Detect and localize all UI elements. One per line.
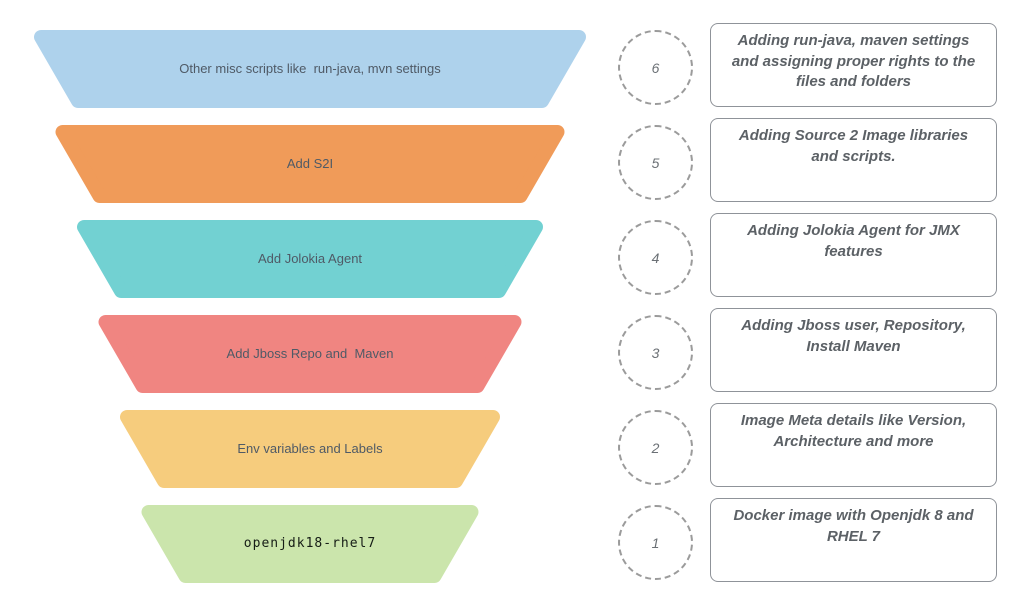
description-text: Adding Jolokia Agent for JMX features <box>747 222 960 260</box>
funnel-segment <box>120 410 500 488</box>
description-text: Adding Source 2 Image libraries and scri… <box>738 127 969 165</box>
step-number-circle: 4 <box>618 220 693 295</box>
funnel-segment <box>141 505 479 583</box>
step-number-circle: 2 <box>618 410 693 485</box>
description-box: Adding Jolokia Agent for JMX features <box>710 213 997 297</box>
step-number: 4 <box>651 249 660 266</box>
description-text: Adding Jboss user, Repository, Install M… <box>741 317 966 355</box>
step-number: 5 <box>651 154 660 171</box>
description-text: Image Meta details like Version, Archite… <box>740 412 967 450</box>
description-box: Docker image with Openjdk 8 and RHEL 7 <box>710 498 997 582</box>
step-number: 6 <box>651 59 660 76</box>
funnel-segment-shape <box>77 220 543 298</box>
funnel-segment-label: Other misc scripts like run-java, mvn se… <box>179 61 441 76</box>
funnel-segment <box>34 30 586 108</box>
funnel-segment-shape <box>55 125 565 203</box>
funnel-segment-label: Add S2I <box>286 156 334 171</box>
funnel-segment-label: Add Jolokia Agent <box>257 251 363 266</box>
funnel-row: Add S2I 5 Adding Source 2 Image librarie… <box>0 118 1024 203</box>
step-number-circle: 5 <box>618 125 693 200</box>
funnel-segment-label: Add Jboss Repo and Maven <box>226 346 394 361</box>
funnel-row: Other misc scripts like run-java, mvn se… <box>0 23 1024 108</box>
funnel-row: Add Jboss Repo and Maven 3 Adding Jboss … <box>0 308 1024 393</box>
step-number-circle: 3 <box>618 315 693 390</box>
step-number: 1 <box>651 534 660 551</box>
funnel-row: Add Jolokia Agent 4 Adding Jolokia Agent… <box>0 213 1024 298</box>
funnel-row: openjdk18-rhel7 1 Docker image with Open… <box>0 498 1024 583</box>
description-box: Adding run-java, maven settings and assi… <box>710 23 997 107</box>
funnel-segment <box>98 315 522 393</box>
funnel-segment-label: openjdk18-rhel7 <box>243 536 377 551</box>
description-text: Adding run-java, maven settings and assi… <box>731 32 976 91</box>
description-box: Adding Source 2 Image libraries and scri… <box>710 118 997 202</box>
funnel-segment <box>55 125 565 203</box>
funnel-segment-shape <box>98 315 522 393</box>
description-box: Adding Jboss user, Repository, Install M… <box>710 308 997 392</box>
funnel-segment-shape <box>34 30 586 108</box>
funnel-segment-label: Env variables and Labels <box>237 441 383 456</box>
description-text: Docker image with Openjdk 8 and RHEL 7 <box>733 507 974 545</box>
step-number: 2 <box>651 439 660 456</box>
funnel-segment-shape <box>120 410 500 488</box>
step-number: 3 <box>651 344 660 361</box>
description-box: Image Meta details like Version, Archite… <box>710 403 997 487</box>
step-number-circle: 6 <box>618 30 693 105</box>
funnel-segment-shape <box>141 505 479 583</box>
step-number-circle: 1 <box>618 505 693 580</box>
funnel-segment <box>77 220 543 298</box>
funnel-row: Env variables and Labels 2 Image Meta de… <box>0 403 1024 488</box>
